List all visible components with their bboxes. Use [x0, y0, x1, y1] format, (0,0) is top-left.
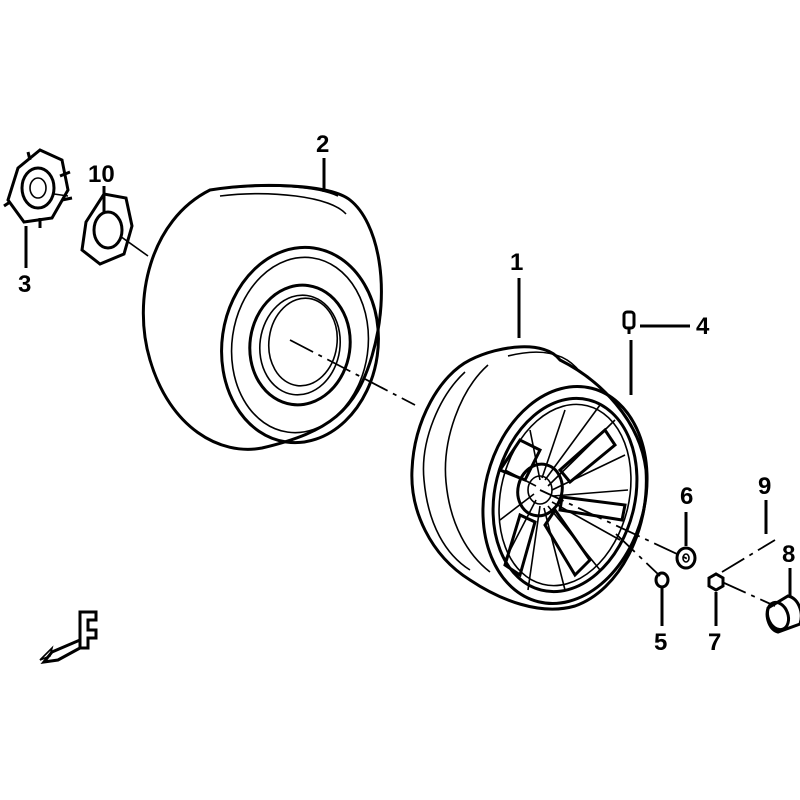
rim-part — [410, 345, 649, 611]
front-direction-icon: F — [39, 610, 98, 665]
valve-part — [622, 310, 636, 334]
leader-lines — [24, 158, 792, 626]
label-3: 3 — [18, 271, 31, 298]
label-5: 5 — [654, 629, 667, 656]
label-10: 10 — [88, 161, 115, 188]
label-2: 2 — [316, 131, 329, 158]
label-8: 8 — [782, 541, 795, 568]
label-4: 4 — [696, 313, 710, 340]
nut-small-part — [654, 571, 670, 589]
label-7: 7 — [708, 629, 721, 656]
assembly-lines — [289, 339, 776, 607]
callout-labels: 1 2 3 4 5 6 7 8 9 10 — [18, 131, 795, 656]
lug-nut-part — [707, 572, 725, 592]
label-1: 1 — [510, 249, 523, 276]
label-9: 9 — [758, 473, 771, 500]
cap-part — [765, 594, 800, 634]
label-6: 6 — [680, 483, 693, 510]
hub-part — [3, 148, 73, 228]
gasket-part — [80, 192, 149, 266]
washer-part — [675, 546, 697, 570]
tire-part — [141, 183, 383, 451]
